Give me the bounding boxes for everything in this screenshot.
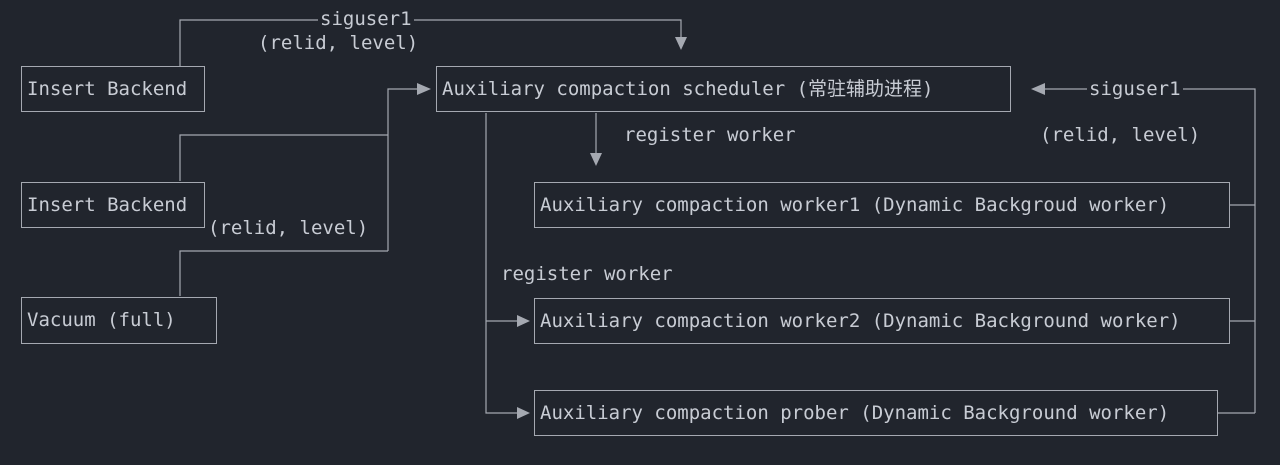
register-worker-1-label: register worker: [624, 124, 796, 146]
arrowhead-top: [675, 37, 687, 50]
arrowhead-scheduler-right: [1031, 83, 1045, 95]
right-args-label: (relid, level): [1040, 124, 1201, 146]
right-signal-label: siguser1: [1087, 78, 1183, 100]
arrowhead-worker1: [590, 153, 602, 166]
edge-top-signal: [179, 19, 682, 66]
arrowhead-scheduler-left: [417, 83, 431, 95]
edge-insert-backend-2: [179, 134, 388, 181]
vacuum-full-box: Vacuum (full): [21, 297, 217, 344]
insert-backend-box-1: Insert Backend: [21, 66, 205, 112]
edge-right-signal: [1045, 88, 1256, 414]
insert-backend-1-label: Insert Backend: [27, 77, 188, 100]
prober-label: Auxiliary compaction prober (Dynamic Bac…: [540, 401, 1170, 424]
top-args-label: (relid, level): [258, 32, 419, 54]
worker2-box: Auxiliary compaction worker2 (Dynamic Ba…: [534, 298, 1230, 344]
edge-register-spine: [485, 113, 517, 414]
register-worker-2-label: register worker: [501, 263, 673, 285]
vacuum-full-label: Vacuum (full): [27, 309, 176, 331]
insert-backend-box-2: Insert Backend: [21, 182, 205, 228]
left-args-label: (relid, level): [208, 217, 369, 239]
arrowhead-worker2: [517, 315, 530, 327]
edge-merge-to-scheduler: [387, 88, 417, 251]
edge-vacuum: [179, 250, 388, 296]
insert-backend-2-label: Insert Backend: [27, 193, 188, 216]
arrowhead-prober: [517, 407, 530, 419]
prober-box: Auxiliary compaction prober (Dynamic Bac…: [534, 390, 1218, 436]
worker1-box: Auxiliary compaction worker1 (Dynamic Ba…: [534, 182, 1230, 228]
worker2-label: Auxiliary compaction worker2 (Dynamic Ba…: [540, 309, 1181, 332]
top-signal-label: siguser1: [318, 8, 414, 30]
scheduler-label: Auxiliary compaction scheduler (常驻辅助进程): [442, 77, 934, 100]
scheduler-box: Auxiliary compaction scheduler (常驻辅助进程): [436, 66, 1011, 112]
worker1-label: Auxiliary compaction worker1 (Dynamic Ba…: [540, 193, 1170, 216]
